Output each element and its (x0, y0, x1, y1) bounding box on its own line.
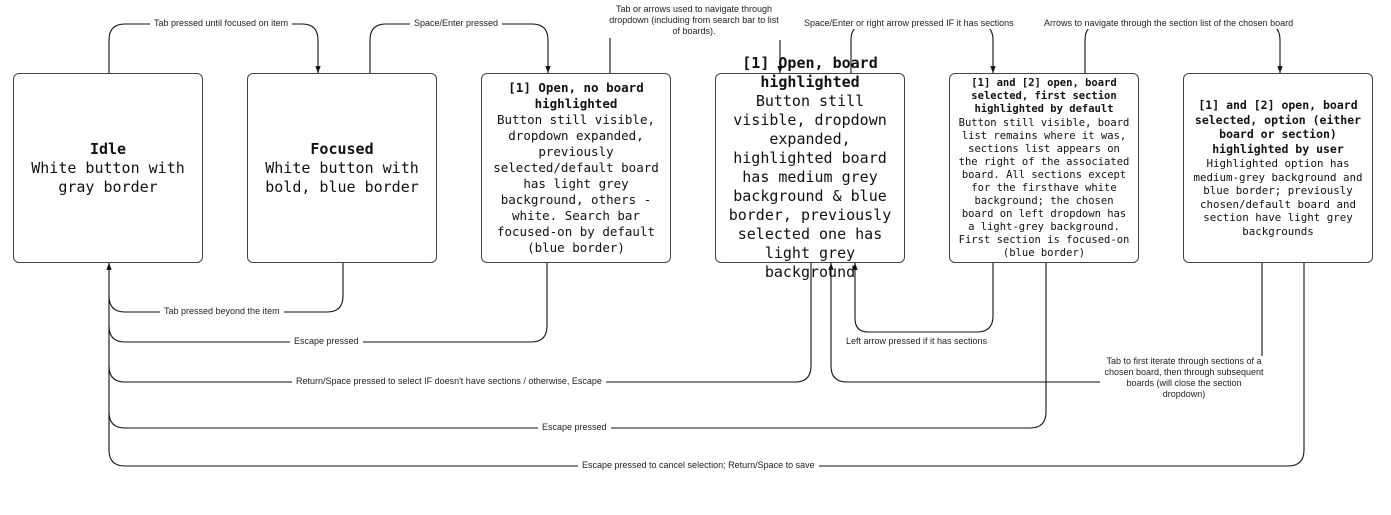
edge-open-board-to-idle (108, 263, 812, 383)
state-title: Focused (310, 139, 374, 158)
edge-label: Tab pressed beyond the item (160, 306, 284, 317)
state-title: [1] and [2] open, board selected, first … (971, 76, 1117, 115)
state-description: Highlighted option has medium-grey backg… (1193, 157, 1363, 238)
edge-open-sections-to-idle (108, 263, 1047, 429)
state-title: Idle (89, 139, 127, 158)
state-description: Button still visible, dropdown expanded,… (493, 112, 659, 255)
state-focused: Focused White button with bold, blue bor… (247, 73, 437, 263)
edge-open-no-board-to-idle (108, 263, 548, 343)
edge-label: Arrows to navigate through the section l… (1040, 18, 1298, 29)
edge-label: Tab to first iterate through sections of… (1100, 356, 1268, 400)
edge-label: Escape pressed (538, 422, 611, 433)
state-open-board: [1] Open, board highlighted Button still… (715, 54, 905, 281)
edge-label: Space/Enter pressed (410, 18, 503, 29)
edge-open-option-to-open-board-b (828, 263, 1100, 383)
state-title: [1] and [2] open, board selected, option… (1194, 98, 1362, 156)
state-description: White button with gray border (31, 158, 185, 196)
state-open-option: [1] and [2] open, board selected, option… (1183, 73, 1373, 263)
state-open-sections: [1] and [2] open, board selected, first … (949, 73, 1139, 263)
edge-label: Escape pressed (290, 336, 363, 347)
edge-label: Tab or arrows used to navigate through d… (605, 4, 783, 37)
edge-idle-to-focused (108, 23, 321, 73)
edge-label: Escape pressed to cancel selection; Retu… (578, 460, 819, 471)
edge-focused-to-open-no-board (369, 23, 551, 73)
state-title: [1] Open, board highlighted (742, 54, 878, 91)
state-description: Button still visible, dropdown expanded,… (728, 92, 892, 281)
edge-label: Space/Enter or right arrow pressed IF it… (800, 18, 1018, 29)
state-description: Button still visible, board list remains… (958, 116, 1130, 259)
state-title: [1] Open, no board highlighted (508, 80, 644, 111)
edge-open-sections-to-open-board (852, 263, 994, 333)
state-description: White button with bold, blue border (265, 158, 419, 196)
edge-label: Tab pressed until focused on item (150, 18, 293, 29)
edge-label: Return/Space pressed to select IF doesn'… (292, 376, 606, 387)
state-open-no-board: [1] Open, no board highlighted Button st… (481, 73, 671, 263)
edge-focused-to-idle (108, 263, 344, 313)
edge-open-sections-to-open-option (1084, 23, 1283, 73)
state-idle: Idle White button with gray border (13, 73, 203, 263)
edge-label: Left arrow pressed if it has sections (842, 336, 992, 347)
